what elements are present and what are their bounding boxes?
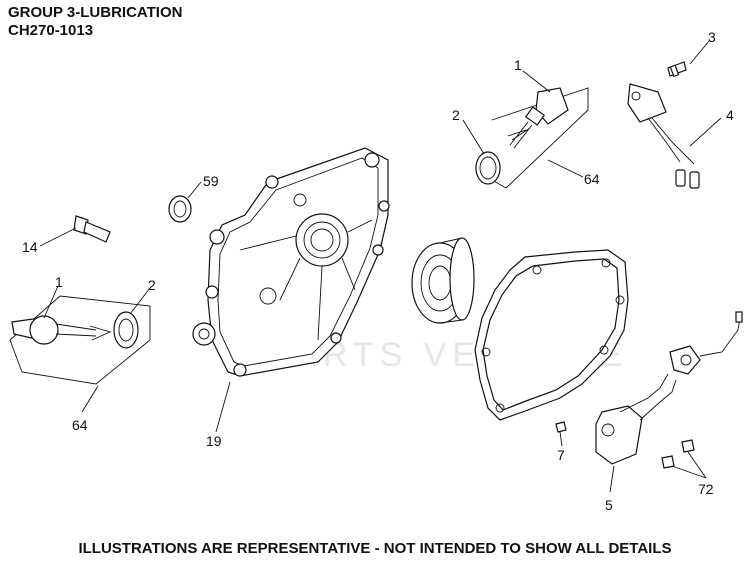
callout-7: 7	[557, 447, 565, 463]
oil-sensor-part	[555, 311, 743, 469]
disclaimer-footer: ILLUSTRATIONS ARE REPRESENTATIVE - NOT I…	[78, 540, 672, 557]
gasket-part	[474, 249, 629, 421]
model-number: CH270-1013	[8, 22, 94, 39]
callout-64-left: 64	[72, 417, 88, 433]
callout-64-top: 64	[584, 171, 600, 187]
callout-5: 5	[605, 497, 613, 513]
bolt-part	[73, 215, 111, 243]
callout-labels: 1 2 3 4 64 59 14 1 2 64 19 7 5 72	[22, 29, 734, 513]
callout-2-top: 2	[452, 107, 460, 123]
oil-sentry-part	[627, 61, 700, 189]
callout-1-top: 1	[514, 57, 522, 73]
callout-14: 14	[22, 239, 38, 255]
callout-4: 4	[726, 107, 734, 123]
dipstick-assembly-left	[9, 295, 151, 385]
crankcase-cover-part	[192, 147, 390, 377]
callout-19: 19	[206, 433, 222, 449]
callout-2-left: 2	[148, 277, 156, 293]
oil-seal-part	[168, 195, 192, 223]
callout-72: 72	[698, 481, 714, 497]
leader-lines	[39, 40, 722, 493]
callout-1-left: 1	[55, 274, 63, 290]
bearing-part	[411, 237, 475, 324]
callout-3: 3	[708, 29, 716, 45]
dipstick-assembly-top	[475, 87, 589, 189]
callout-59: 59	[203, 173, 219, 189]
diagram-title: GROUP 3-LUBRICATION	[8, 4, 183, 21]
